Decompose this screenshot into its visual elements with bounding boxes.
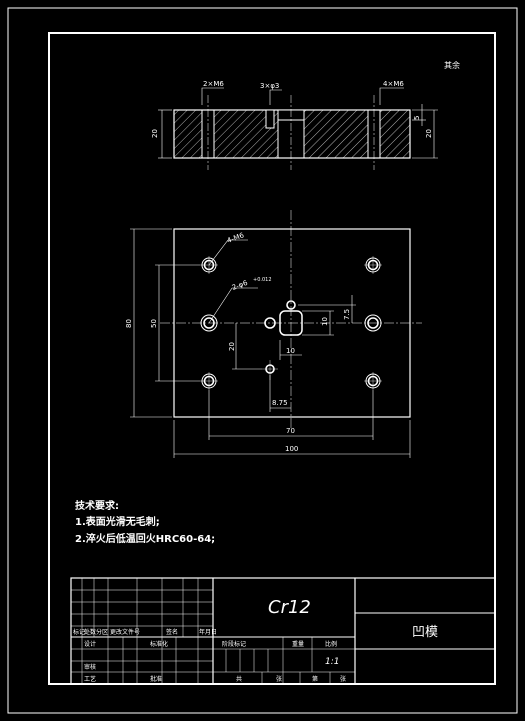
dim-hole-span: 70 (286, 427, 295, 435)
tb-mark: 标记 (73, 628, 85, 636)
callout-2m6: 2×M6 (203, 80, 224, 88)
plan-view (130, 210, 422, 458)
dim-offset-y2: 7.5 (343, 309, 351, 320)
tb-approve: 批准 (150, 675, 162, 683)
tech-requirements-title: 技术要求: (75, 501, 119, 512)
dim-overall-height: 80 (125, 319, 133, 328)
tb-signature: 签名 (166, 628, 178, 636)
tb-sheet: 张 (276, 675, 282, 683)
tb-designer: 设计 (84, 640, 96, 648)
tech-requirement-2: 2.淬火后低温回火HRC60-64; (75, 534, 216, 545)
material-label: Cr12 (268, 597, 311, 618)
tb-scale: 比例 (325, 640, 337, 648)
tb-sheet-no: 第 (312, 675, 318, 683)
callout-4-m6: 4-M6 (226, 231, 246, 245)
callout-3phi3: 3×φ3 (260, 82, 279, 90)
part-name: 凹模 (412, 625, 438, 640)
tb-sheet-total: 共 (236, 675, 242, 683)
tb-zone: 分区 (96, 628, 108, 636)
callout-tolerance: +0.012 (253, 277, 272, 283)
tb-sheet-2: 张 (340, 675, 346, 683)
dim-overall-width: 100 (285, 445, 298, 453)
tb-standardize: 标准化 (150, 640, 168, 648)
dim-slot-size: 10 (286, 347, 295, 355)
tech-requirement-1: 1.表面光滑无毛刺; (75, 517, 160, 528)
outer-frame (7, 7, 518, 714)
title-block (70, 577, 496, 685)
tb-date: 年月日 (199, 628, 217, 636)
callout-2-phi6: 2-φ6 (231, 279, 249, 292)
dim-section-depth: 5 (413, 116, 421, 120)
tb-change-doc: 更改文件号 (110, 628, 140, 636)
tb-stage: 阶段标记 (222, 640, 246, 648)
top-corner-label: 其余 (444, 60, 460, 70)
tb-count: 处数 (84, 628, 96, 636)
tb-process: 工艺 (84, 675, 96, 683)
callout-4m6: 4×M6 (383, 80, 404, 88)
dim-section-height-left: 20 (151, 129, 159, 138)
dim-hole-height: 50 (150, 319, 158, 328)
dim-slot-width: 10 (321, 317, 329, 326)
dim-offset-x: 8.75 (272, 399, 288, 407)
section-view (158, 87, 438, 170)
tb-review: 审核 (84, 663, 96, 671)
dim-section-height-right: 20 (425, 129, 433, 138)
scale-value: 1:1 (325, 657, 339, 667)
tb-weight: 重量 (292, 640, 304, 648)
dim-offset-y: 20 (228, 342, 236, 351)
